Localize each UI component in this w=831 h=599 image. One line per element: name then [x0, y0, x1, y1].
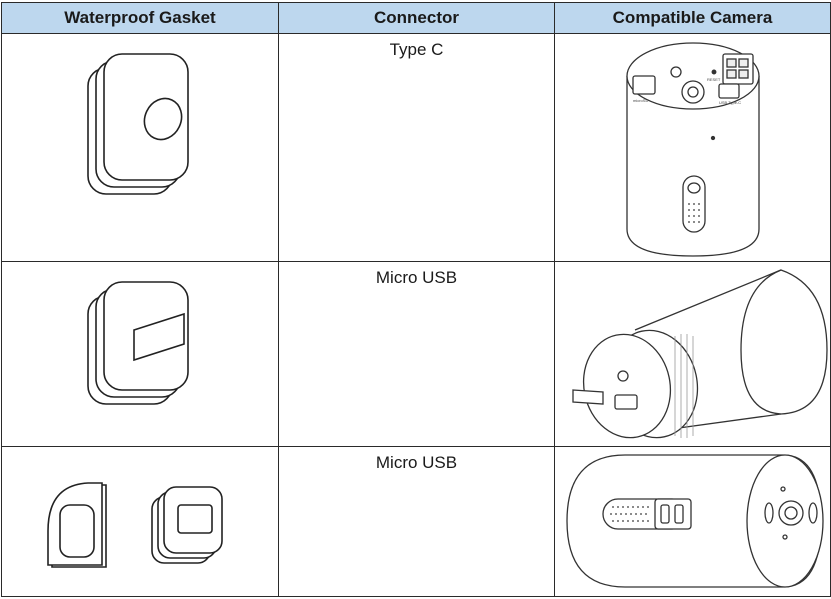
- table-row: Micro USB: [1, 261, 831, 447]
- camera-cell: microSD RESET USB Type-C: [554, 33, 831, 262]
- rounded-gasket-with-oval-opening-icon: [87, 53, 189, 195]
- gasket-cell: [1, 33, 279, 262]
- camera-label-storage: microSD: [633, 98, 648, 103]
- connector-label: Micro USB: [375, 453, 458, 472]
- capsule-camera-side-view-icon: [566, 454, 824, 588]
- header-compatible-camera: Compatible Camera: [554, 2, 831, 34]
- rounded-gasket-with-rectangular-opening-icon: [87, 281, 189, 405]
- connector-cell: Micro USB: [278, 261, 555, 447]
- connector-cell: Micro USB: [278, 446, 555, 597]
- table-row: Micro USB: [1, 446, 831, 597]
- gasket-cell: [1, 261, 279, 447]
- connector-label: Type C: [389, 40, 444, 59]
- camera-cell: [554, 446, 831, 597]
- table-row: Type C: [1, 33, 831, 262]
- header-waterproof-gasket: Waterproof Gasket: [1, 2, 279, 34]
- header-row: Waterproof Gasket Connector Compatible C…: [1, 2, 831, 34]
- camera-label-port: USB Type-C: [719, 100, 741, 105]
- connector-cell: Type C: [278, 33, 555, 262]
- two-piece-gasket-set-icon: [47, 482, 223, 568]
- camera-label-reset: RESET: [707, 77, 721, 82]
- cylindrical-camera-side-view-icon: [572, 269, 828, 439]
- cylindrical-camera-bottom-view-icon: microSD RESET USB Type-C: [626, 42, 760, 257]
- camera-cell: [554, 261, 831, 447]
- gasket-cell: [1, 446, 279, 597]
- header-connector: Connector: [278, 2, 555, 34]
- connector-label: Micro USB: [375, 268, 458, 287]
